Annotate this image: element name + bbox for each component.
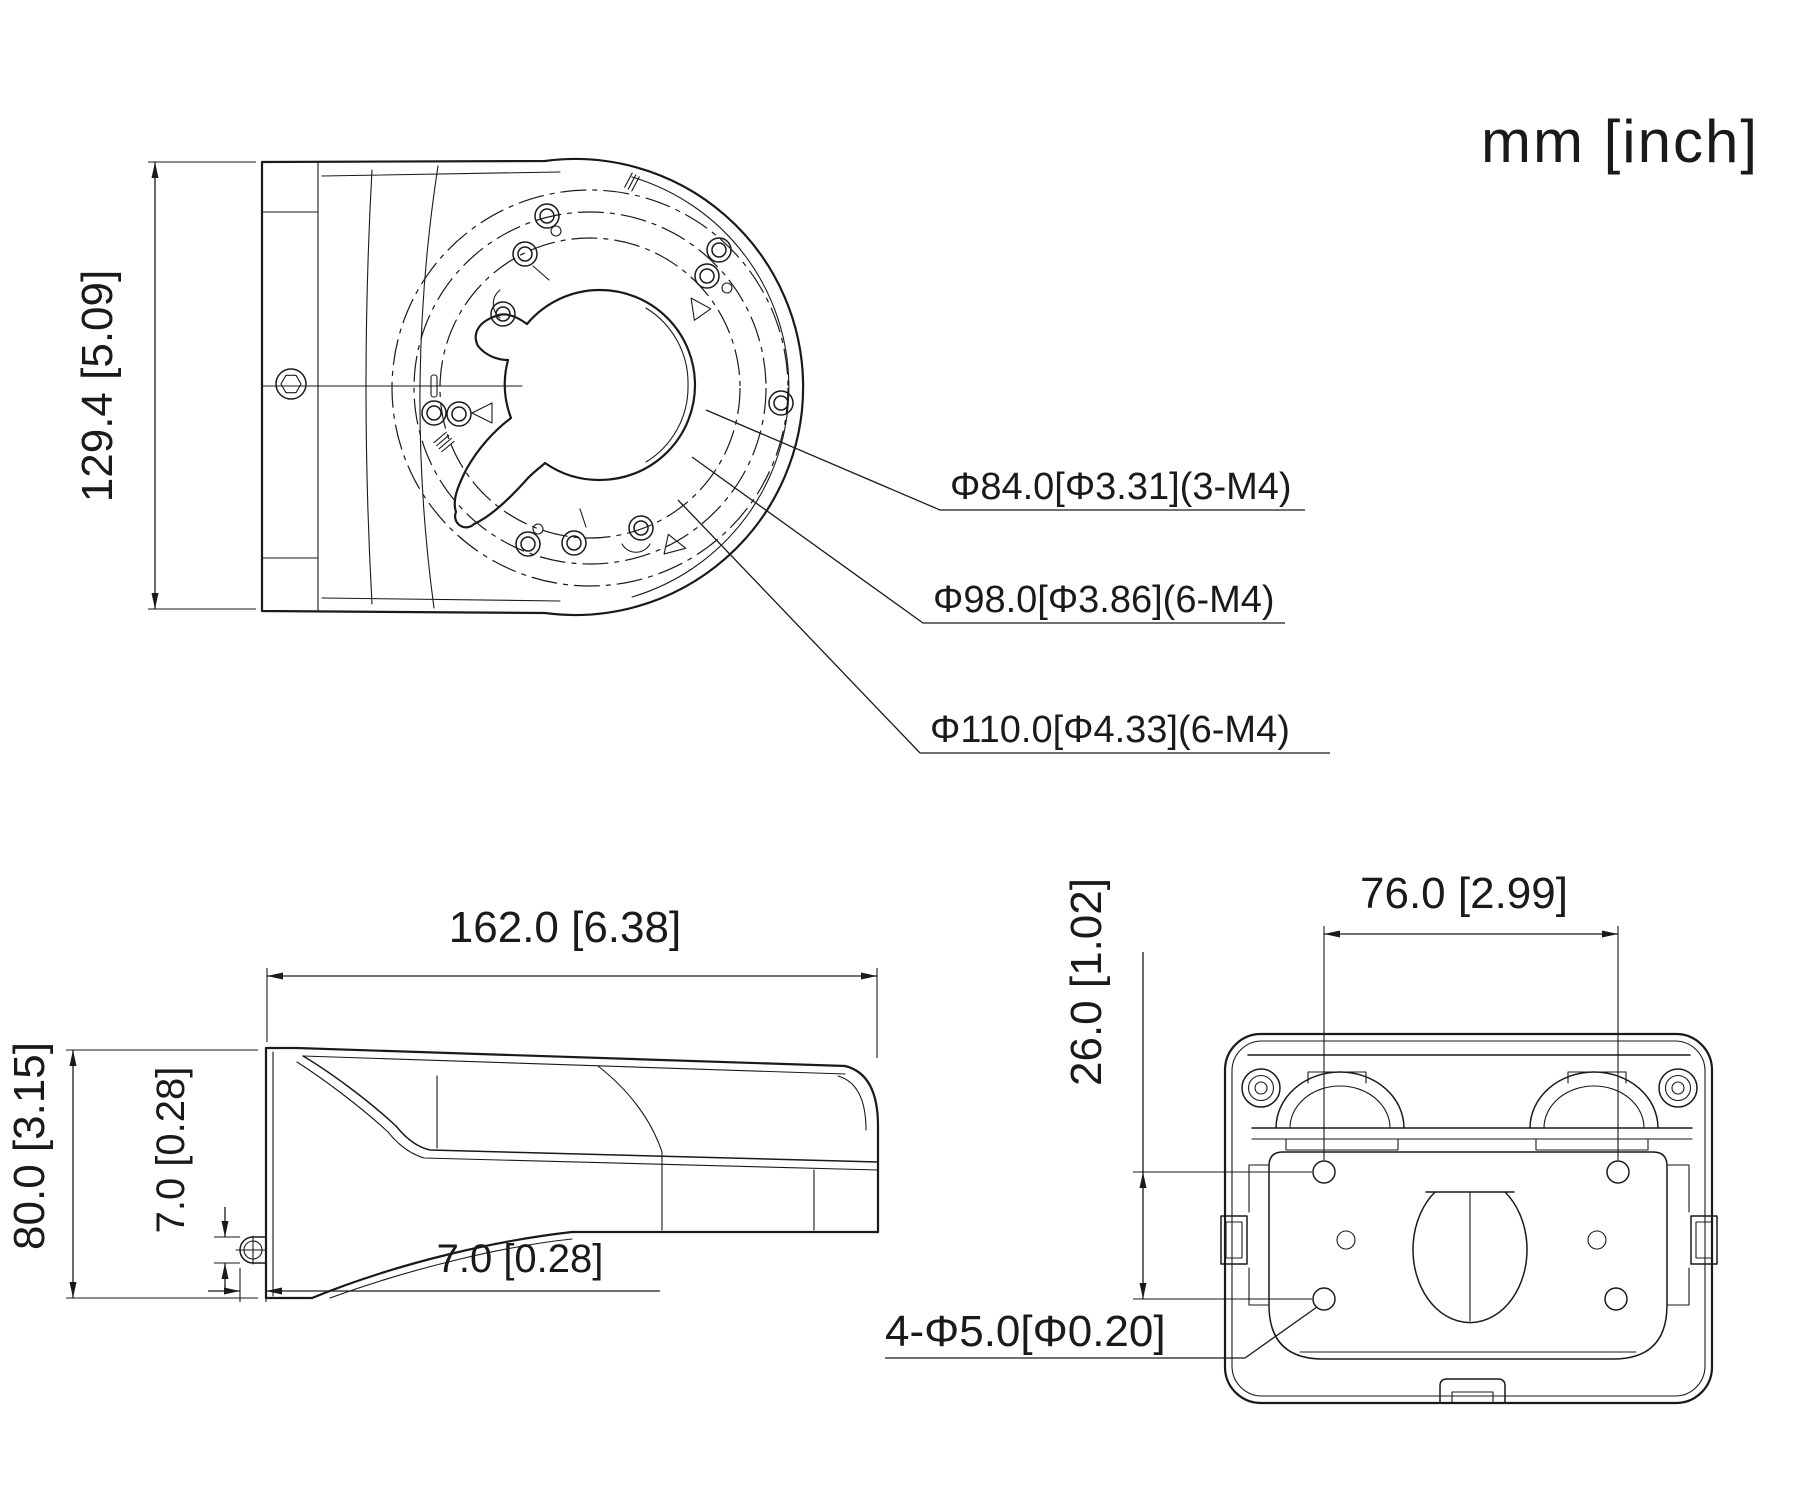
side-view: 162.0 [6.38] 80.0 [3.15] 7.0 [0.28] (5, 903, 880, 1302)
bolt-circle-84-label: Φ84.0[Φ3.31](3-M4) (950, 466, 1292, 508)
side-view-outline (264, 1046, 880, 1300)
back-hole-spacing-h-text: 76.0 [2.99] (1360, 869, 1568, 918)
cable-arches (1251, 1071, 1693, 1151)
tab-height-dim-text: 7.0 [0.28] (149, 1067, 193, 1234)
side-clips (1220, 1164, 1718, 1306)
small-pilot-holes (532, 225, 733, 535)
front-view-outline (260, 157, 805, 617)
central-cable-hole (1412, 1191, 1528, 1324)
front-view: 129.4 [5.09] Φ84.0[Φ3.31](3-M4) Φ98.0[Φ3… (73, 157, 1330, 754)
bolt-circle-110-label: Φ110.0[Φ4.33](6-M4) (930, 709, 1290, 751)
inner-mounting-plate (1268, 1151, 1668, 1360)
mounting-holes (1312, 1160, 1630, 1311)
plate-screw-holes (421, 172, 794, 557)
back-hole-spacing-h-dimension: 76.0 [2.99] (1323, 869, 1619, 1160)
leader-84: Φ84.0[Φ3.31](3-M4) (705, 409, 1305, 511)
bolt-circle-98-label: Φ98.0[Φ3.86](6-M4) (933, 579, 1275, 621)
tab-depth-dimension: 7.0 [0.28] (208, 1237, 660, 1302)
back-view: 76.0 [2.99] 26.0 [1.02] 4-Φ5.0[Φ0.20] (885, 869, 1718, 1405)
back-hole-spacing-v-text: 26.0 [1.02] (1062, 878, 1111, 1086)
back-view-outline (1223, 1032, 1714, 1405)
units-label: mm [inch] (1481, 108, 1759, 175)
leader-110: Φ110.0[Φ4.33](6-M4) (677, 499, 1330, 754)
mounting-holes-callout: 4-Φ5.0[Φ0.20] (885, 1306, 1318, 1359)
corner-screw-bosses (1241, 1068, 1698, 1108)
leader-98: Φ98.0[Φ3.86](6-M4) (691, 456, 1285, 624)
tab-height-dimension: 7.0 [0.28] (149, 1067, 240, 1293)
bolt-circles (391, 189, 789, 587)
side-length-dimension: 162.0 [6.38] (266, 903, 878, 1058)
back-hole-spacing-v-dimension: 26.0 [1.02] (1062, 878, 1312, 1300)
alignment-marks (430, 172, 712, 555)
central-cutout (453, 288, 697, 529)
side-height-dim-text: 80.0 [3.15] (5, 1042, 54, 1250)
hex-screw (275, 368, 307, 400)
front-height-dimension: 129.4 [5.09] (73, 161, 256, 610)
hook-tab (235, 1235, 267, 1265)
front-height-dim-text: 129.4 [5.09] (73, 270, 122, 502)
tab-depth-dim-text: 7.0 [0.28] (437, 1237, 604, 1281)
bottom-tab (1439, 1378, 1506, 1404)
side-height-dimension: 80.0 [3.15] (5, 1042, 258, 1299)
side-length-dim-text: 162.0 [6.38] (449, 903, 681, 952)
mounting-holes-label-text: 4-Φ5.0[Φ0.20] (885, 1307, 1166, 1356)
